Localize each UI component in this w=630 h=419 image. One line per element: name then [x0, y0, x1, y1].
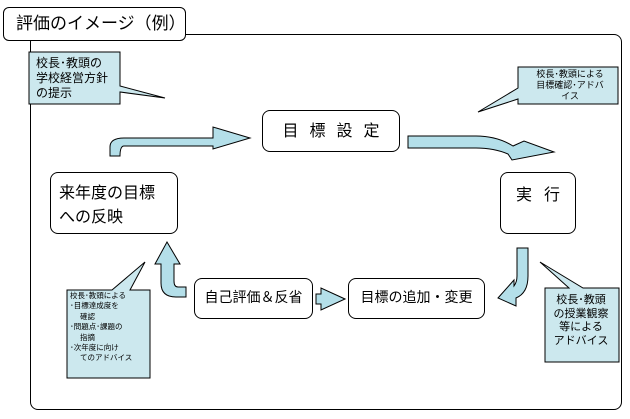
callout-line: 等による [559, 320, 603, 333]
callout-evaluation-advice-text: 校長･教頭による ･目標達成度を 確認 ･問題点･課題の 指摘 ･次年度に向け … [70, 291, 132, 364]
callout-line: アドバイス [553, 333, 609, 347]
next-year-reflection-node: 来年度の目標 への反映 [50, 172, 178, 234]
callout-evaluation-advice-shape [66, 261, 151, 379]
callout-policy-shape [28, 51, 166, 105]
callout-line: ･目標達成度を [70, 301, 119, 311]
callout-line: の授業観察 [553, 306, 609, 320]
callout-observation-advice-text: 校長･教頭 の授業観察 等による アドバイス [547, 293, 615, 347]
diagram-title: 評価のイメージ（例） [3, 7, 186, 41]
next-year-line-2: への反映 [59, 207, 124, 226]
callout-line: 校長･教頭による [70, 291, 127, 300]
callout-observation-advice-shape [539, 261, 620, 363]
callout-goal-advice-text: 校長･教頭による 目標確認･アドバ イス [520, 70, 620, 103]
arrow-add-to-self [315, 287, 347, 311]
callout-line: ･問題点･課題の [70, 322, 123, 332]
callout-line: イス [561, 92, 579, 102]
arrow-next-to-goal [109, 126, 252, 157]
callout-line: 目標確認･アドバ [536, 81, 604, 91]
callout-line: 校長･教頭による [536, 70, 604, 80]
callout-line: 学校経営方針 [36, 71, 109, 85]
callout-line: 確認 [80, 311, 95, 321]
arrow-self-to-next [154, 240, 187, 298]
callout-policy-text: 校長･教頭の 学校経営方針 の提示 [36, 56, 108, 101]
execute-node: 実行 [500, 172, 576, 234]
arrow-goal-to-execute [407, 135, 556, 161]
callout-line: 指摘 [80, 332, 95, 342]
callout-goal-advice-shape [477, 66, 619, 113]
callout-line: 校長･教頭の [36, 56, 103, 70]
callout-line: ･次年度に向け [70, 343, 119, 353]
callout-line: 校長･教頭 [556, 293, 606, 306]
self-evaluation-node: 自己評価＆反省 [194, 278, 313, 319]
goal-setting-node: 目標設定 [262, 110, 400, 152]
callout-line: てのアドバイス [80, 353, 133, 363]
callout-line: の提示 [36, 86, 73, 100]
next-year-line-1: 来年度の目標 [59, 183, 156, 202]
arrow-execute-to-add [497, 247, 529, 307]
add-change-goal-node: 目標の追加・変更 [348, 278, 485, 319]
